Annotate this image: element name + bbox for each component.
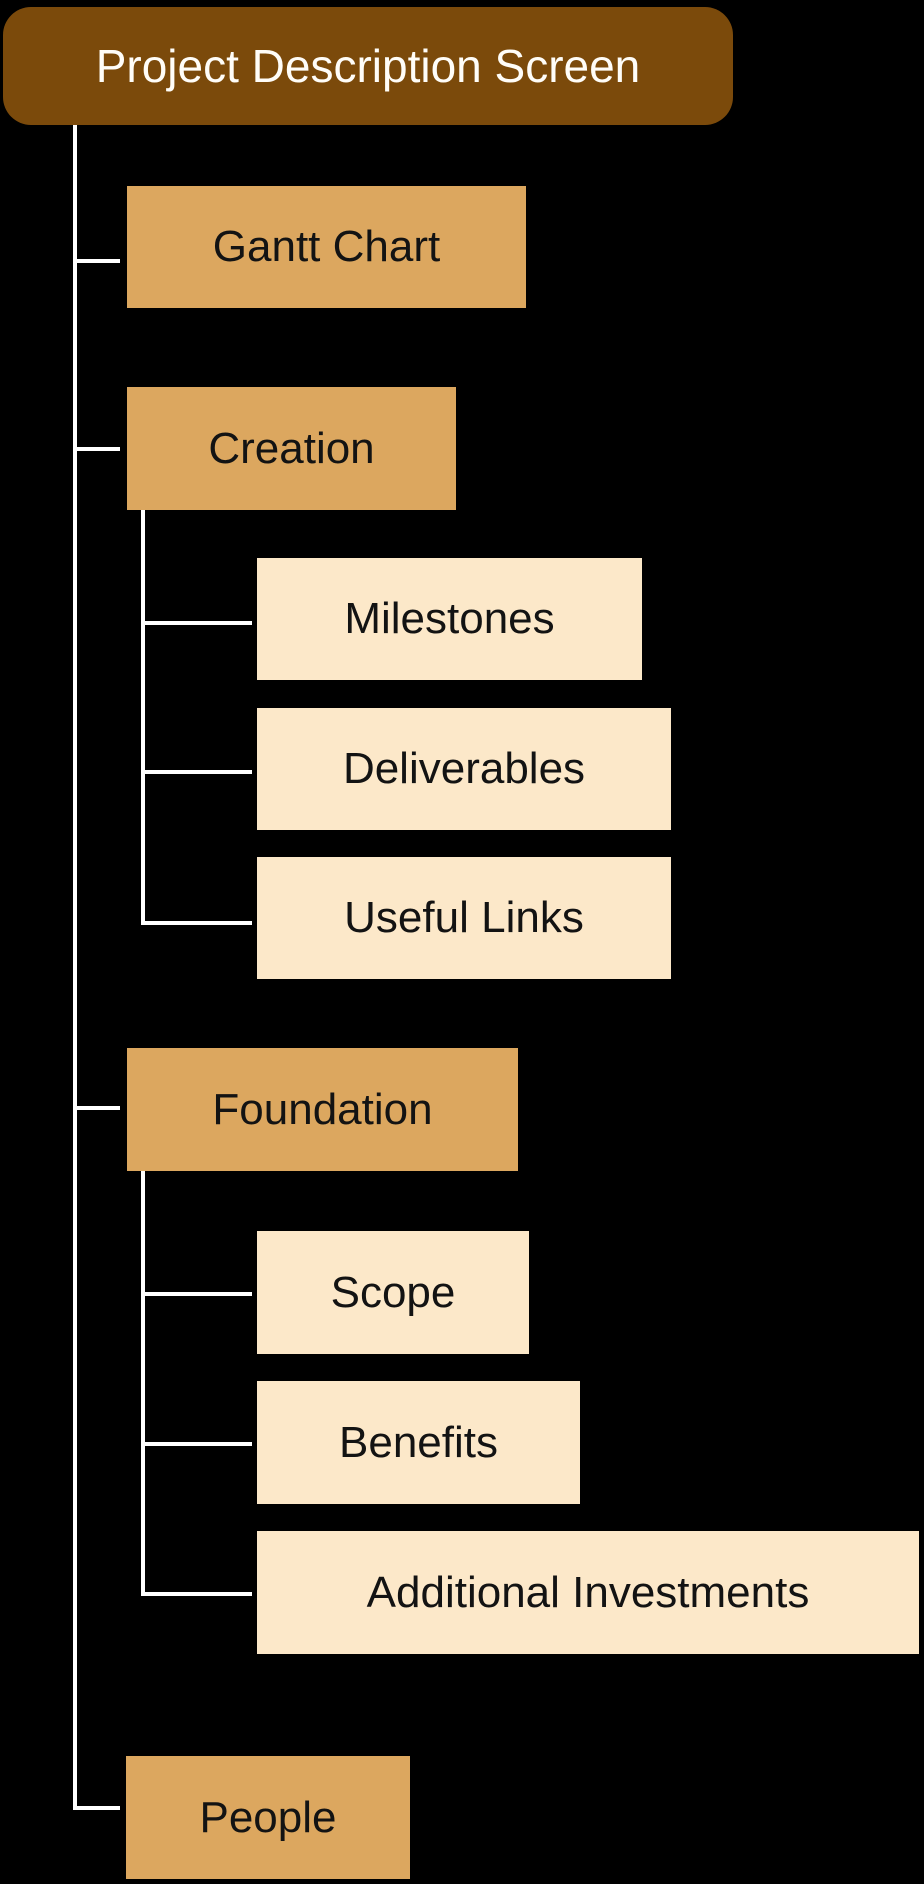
node-additional-investments[interactable]: Additional Investments xyxy=(257,1531,919,1654)
node-milestones[interactable]: Milestones xyxy=(257,558,642,680)
connector-useful-links xyxy=(141,921,252,925)
connector-creation xyxy=(73,447,120,451)
trunk-line-foundation xyxy=(141,1171,145,1596)
node-project-description-screen[interactable]: Project Description Screen xyxy=(3,7,733,125)
node-creation[interactable]: Creation xyxy=(127,387,456,510)
connector-gantt-chart xyxy=(73,259,120,263)
node-useful-links[interactable]: Useful Links xyxy=(257,857,671,979)
node-benefits[interactable]: Benefits xyxy=(257,1381,580,1504)
connector-additional-investments xyxy=(141,1592,252,1596)
node-deliverables[interactable]: Deliverables xyxy=(257,708,671,830)
connector-milestones xyxy=(141,621,252,625)
node-scope[interactable]: Scope xyxy=(257,1231,529,1354)
trunk-line-creation xyxy=(141,510,145,925)
trunk-line-root xyxy=(73,125,77,1810)
connector-people xyxy=(73,1806,120,1810)
connector-scope xyxy=(141,1292,252,1296)
connector-foundation xyxy=(73,1106,120,1110)
connector-deliverables xyxy=(141,770,252,774)
connector-benefits xyxy=(141,1442,252,1446)
node-gantt-chart[interactable]: Gantt Chart xyxy=(127,186,526,308)
node-people[interactable]: People xyxy=(126,1756,410,1879)
node-foundation[interactable]: Foundation xyxy=(127,1048,518,1171)
